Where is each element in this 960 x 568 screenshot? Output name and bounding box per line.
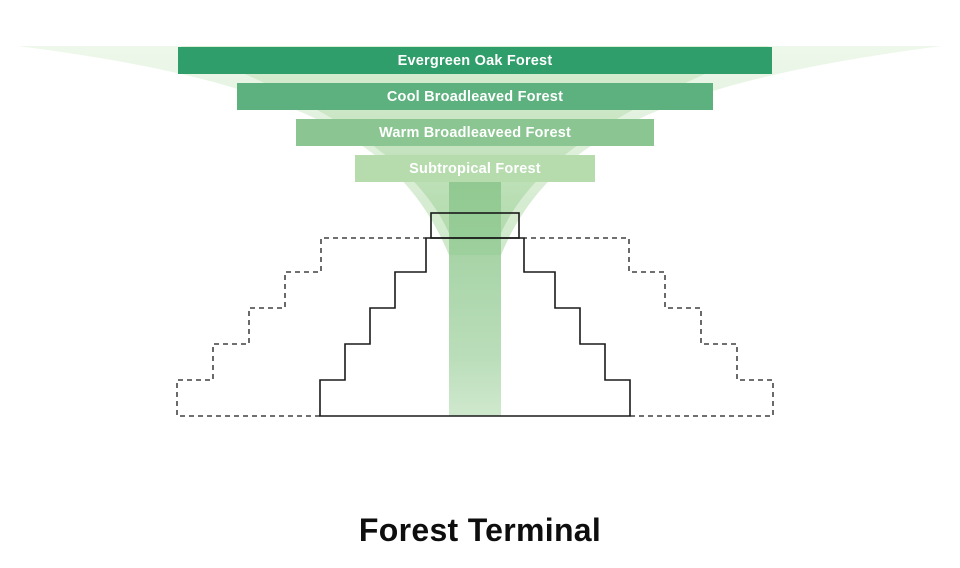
funnel-bar-label: Subtropical Forest (409, 160, 541, 177)
funnel-bar-evergreen-oak-forest: Evergreen Oak Forest (178, 47, 772, 74)
funnel-bar-cool-broadleaved-forest: Cool Broadleaved Forest (237, 83, 713, 110)
terminal-outline-dashed-right (524, 237, 774, 417)
flow-band (449, 178, 501, 416)
canopy-funnel: Evergreen Oak Forest Cool Broadleaved Fo… (0, 0, 960, 200)
funnel-bar-label: Cool Broadleaved Forest (386, 88, 564, 105)
funnel-bar-warm-broadleaved-forest: Warm Broadleaveed Forest (296, 119, 654, 146)
diagram-title: Forest Terminal (358, 512, 602, 548)
funnel-bar-label: Evergreen Oak Forest (397, 52, 553, 69)
terminal-outline-dashed-left (176, 237, 426, 417)
funnel-bar-subtropical-forest: Subtropical Forest (355, 155, 595, 182)
funnel-bar-label: Warm Broadleaveed Forest (378, 124, 572, 141)
terminal-top-box (430, 212, 520, 239)
